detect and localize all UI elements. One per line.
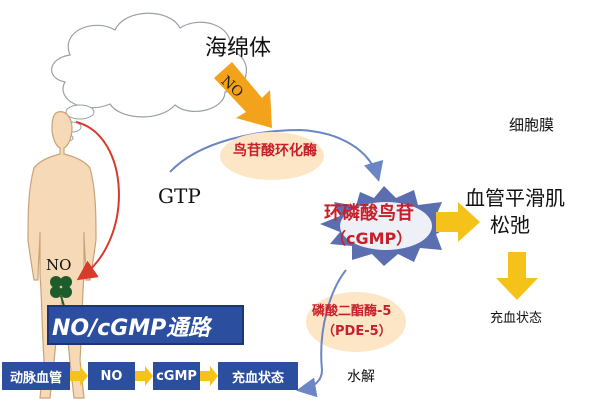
erection-down-arrow xyxy=(496,252,538,300)
pde5-label-line2: （PDE-5） xyxy=(322,324,392,339)
body-no-label: NO xyxy=(46,256,72,274)
pde5-label-line1: 磷酸二酯酶-5 xyxy=(312,304,392,319)
smooth-muscle-line1: 血管平滑肌 xyxy=(465,186,565,210)
flow-arrow-3 xyxy=(200,366,218,386)
erection-state-label: 充血状态 xyxy=(490,311,543,326)
guanylate-cyclase-oval xyxy=(220,132,324,180)
relaxation-arrow xyxy=(436,202,480,242)
flow-arrow-2 xyxy=(135,366,153,386)
clover-icon xyxy=(50,276,72,307)
guanylate-cyclase-label: 鸟苷酸环化酶 xyxy=(233,143,317,159)
gtp-label: GTP xyxy=(158,184,201,208)
flow-box-erection: 充血状态 xyxy=(218,362,298,390)
flow-arrow-1 xyxy=(70,366,88,386)
cavernosum-label: 海绵体 xyxy=(205,36,272,61)
cell-membrane-label: 细胞膜 xyxy=(509,116,555,134)
smooth-muscle-line2: 松弛 xyxy=(490,213,530,237)
pathway-banner-title: NO/cGMP通路 xyxy=(52,316,211,341)
red-curved-arrow xyxy=(75,121,120,281)
flow-box-no: NO xyxy=(88,362,135,390)
cgmp-name-label: 环磷酸鸟苷 xyxy=(324,203,414,224)
gtp-conversion-arrow xyxy=(169,128,384,182)
hydrolysis-arrow xyxy=(296,269,347,398)
hydrolysis-label: 水解 xyxy=(347,369,375,385)
human-figure xyxy=(27,111,97,399)
cgmp-abbr-label: （cGMP） xyxy=(330,229,413,248)
pde5-oval xyxy=(306,292,406,352)
flow-box-cgmp: cGMP xyxy=(153,362,200,390)
pathway-banner xyxy=(47,305,244,345)
no-arrow-shape xyxy=(214,62,272,128)
flow-box-artery: 动脉血管 xyxy=(2,362,70,390)
